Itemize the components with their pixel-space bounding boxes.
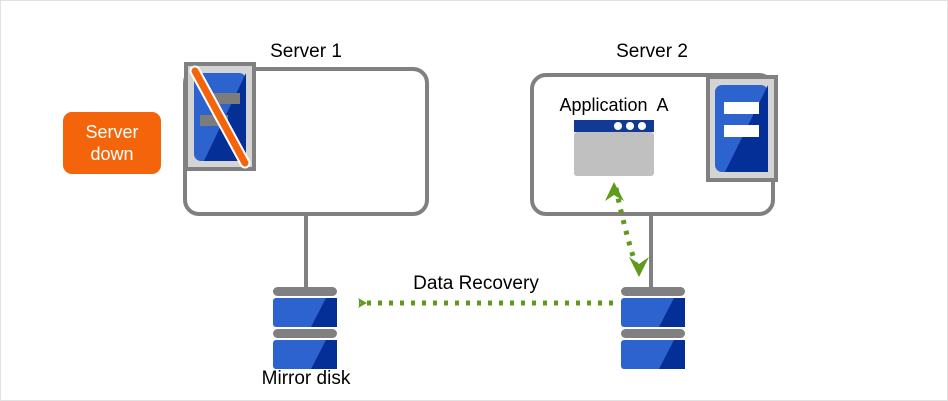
mirror-disk-icon (273, 287, 337, 369)
application-window-icon (574, 120, 654, 176)
status-badge-server-down: Server down (63, 112, 161, 174)
status-badge-line1: Server (85, 122, 139, 142)
server1-title: Server 1 (270, 41, 342, 62)
data-recovery-label: Data Recovery (413, 273, 539, 294)
server-down-icon (184, 62, 256, 171)
mirror-disk-label: Mirror disk (261, 368, 351, 389)
application-label: Application A (559, 95, 669, 115)
server2-title: Server 2 (616, 41, 688, 62)
status-badge-line2: down (90, 144, 134, 164)
server-active-icon (706, 75, 778, 182)
dotted-double-arrow-icon (605, 182, 649, 277)
disk-icon (621, 287, 685, 369)
